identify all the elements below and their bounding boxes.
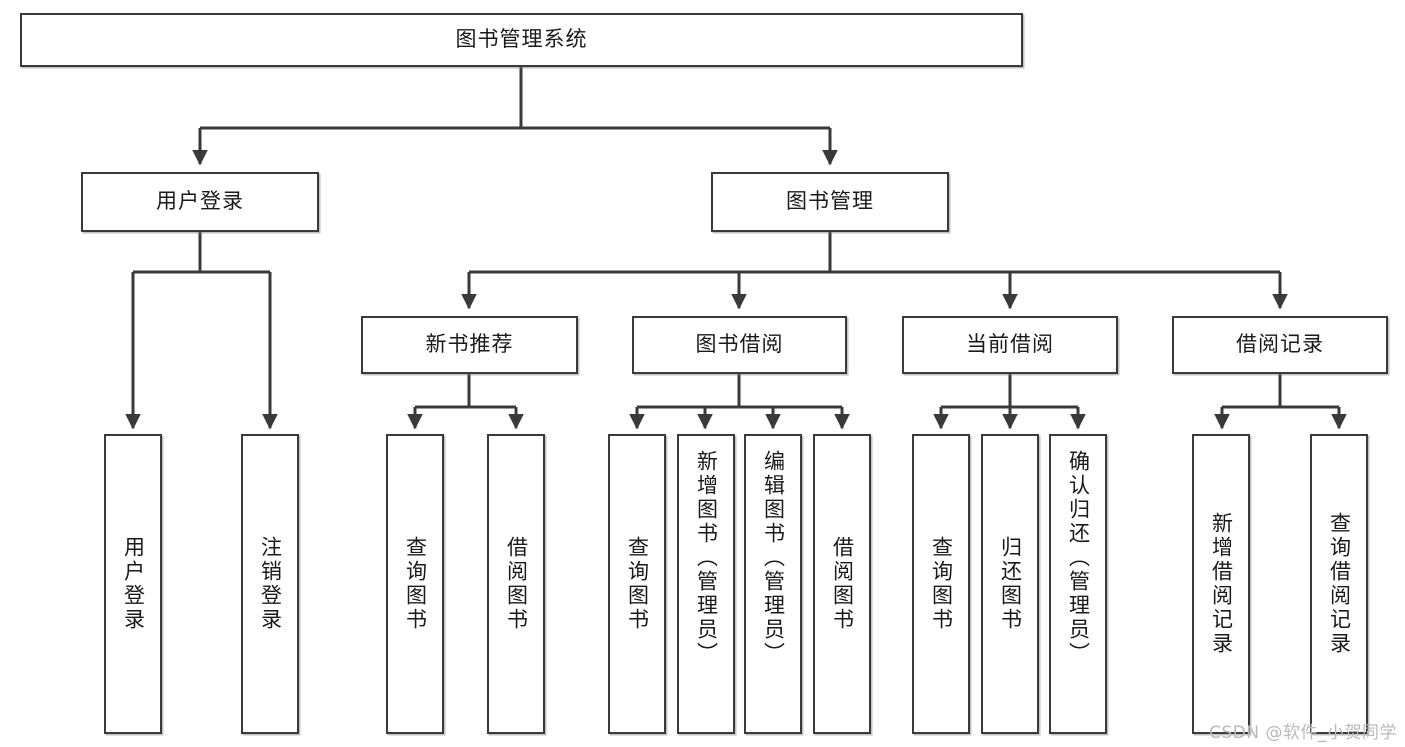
leaf-query-book-3-label: 查询图书 (929, 536, 954, 632)
leaf-confirm-return[interactable]: 确认归还（管理员） (1049, 434, 1107, 734)
node-borrow-record-label: 借阅记录 (1236, 332, 1324, 357)
node-root-label: 图书管理系统 (455, 27, 588, 52)
leaf-add-record[interactable]: 新增借阅记录 (1192, 434, 1250, 734)
leaf-edit-book[interactable]: 编辑图书（管理员） (744, 434, 802, 734)
node-user-login-label: 用户登录 (156, 189, 244, 214)
node-user-login[interactable]: 用户登录 (81, 172, 319, 232)
leaf-query-book-1-label: 查询图书 (403, 536, 428, 632)
leaf-query-book-2[interactable]: 查询图书 (608, 434, 666, 734)
leaf-return-book[interactable]: 归还图书 (981, 434, 1039, 734)
node-current-borrow-label: 当前借阅 (966, 332, 1054, 357)
leaf-edit-book-label: 编辑图书（管理员） (761, 450, 786, 666)
leaf-query-book-2-label: 查询图书 (625, 536, 650, 632)
leaf-query-book-1[interactable]: 查询图书 (386, 434, 444, 734)
leaf-user-login-label: 用户登录 (121, 536, 146, 632)
leaf-add-book-label: 新增图书（管理员） (694, 450, 719, 666)
leaf-add-book[interactable]: 新增图书（管理员） (677, 434, 735, 734)
leaf-borrow-book-2-label: 借阅图书 (830, 536, 855, 632)
leaf-confirm-return-label: 确认归还（管理员） (1066, 450, 1091, 666)
node-book-management-label: 图书管理 (786, 189, 874, 214)
leaf-query-record[interactable]: 查询借阅记录 (1310, 434, 1368, 734)
leaf-add-record-label: 新增借阅记录 (1209, 512, 1234, 656)
leaf-logout-label: 注销登录 (258, 536, 283, 632)
node-book-borrow[interactable]: 图书借阅 (632, 316, 847, 374)
leaf-logout[interactable]: 注销登录 (241, 434, 299, 734)
node-book-borrow-label: 图书借阅 (695, 332, 784, 357)
node-current-borrow[interactable]: 当前借阅 (902, 316, 1118, 374)
leaf-borrow-book-1[interactable]: 借阅图书 (487, 434, 545, 734)
leaf-borrow-book-1-label: 借阅图书 (504, 536, 529, 632)
leaf-query-record-label: 查询借阅记录 (1327, 512, 1352, 656)
node-root[interactable]: 图书管理系统 (20, 13, 1023, 67)
node-book-management[interactable]: 图书管理 (711, 172, 949, 232)
leaf-return-book-label: 归还图书 (998, 536, 1023, 632)
node-new-book-recommend[interactable]: 新书推荐 (361, 316, 578, 374)
leaf-borrow-book-2[interactable]: 借阅图书 (813, 434, 871, 734)
leaf-query-book-3[interactable]: 查询图书 (912, 434, 970, 734)
watermark: CSDN @软件_小贺同学 (1209, 723, 1397, 743)
leaf-user-login[interactable]: 用户登录 (104, 434, 162, 734)
node-borrow-record[interactable]: 借阅记录 (1172, 316, 1388, 374)
node-new-book-recommend-label: 新书推荐 (425, 332, 514, 357)
